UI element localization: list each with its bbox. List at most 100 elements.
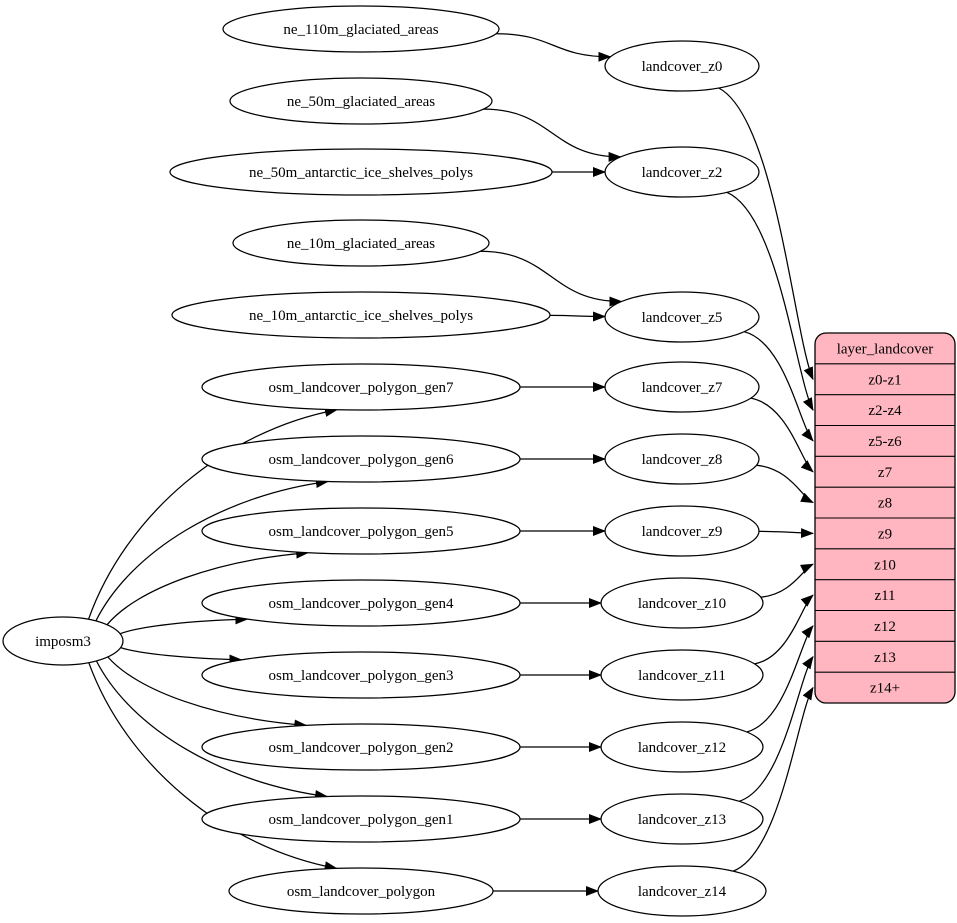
node-osm_landcover_polygon_gen7: osm_landcover_polygon_gen7	[201, 363, 521, 411]
node-label-landcover_z9: landcover_z9	[642, 524, 723, 540]
node-shape-landcover_z8	[604, 433, 760, 485]
node-label-ne_10m_glaciated_areas: ne_10m_glaciated_areas	[287, 236, 435, 252]
table-row-z12: z12	[874, 619, 896, 635]
node-shape-landcover_z10	[600, 577, 764, 629]
node-osm_landcover_polygon_gen5: osm_landcover_polygon_gen5	[201, 507, 521, 555]
node-ne_50m_antarctic_ice_shelves_polys: ne_50m_antarctic_ice_shelves_polys	[169, 148, 553, 196]
table-row-z13: z13	[874, 650, 896, 666]
node-ne_50m_glaciated_areas: ne_50m_glaciated_areas	[229, 77, 493, 125]
node-label-landcover_z2: landcover_z2	[642, 165, 723, 181]
node-landcover_z5: landcover_z5	[604, 291, 760, 343]
node-shape-osm_landcover_polygon	[228, 867, 494, 915]
edge-imposm3-to-osm_landcover_polygon	[88, 662, 338, 872]
edge-landcover_z8-to-layer_landcover-row4	[756, 464, 814, 504]
node-label-landcover_z13: landcover_z13	[638, 812, 726, 828]
edge-landcover_z10-to-layer_landcover-row6	[760, 563, 814, 598]
node-shape-osm_landcover_polygon_gen6	[201, 435, 521, 483]
node-label-osm_landcover_polygon_gen4: osm_landcover_polygon_gen4	[269, 596, 454, 612]
node-shape-landcover_z14	[597, 865, 767, 917]
edge-ne_10m_glaciated_areas-to-landcover_z5	[480, 250, 623, 307]
node-shape-landcover_z0	[604, 40, 760, 92]
node-landcover_z9: landcover_z9	[604, 505, 760, 557]
node-shape-osm_landcover_polygon_gen3	[201, 651, 521, 699]
node-landcover_z14: landcover_z14	[597, 865, 767, 917]
edge-landcover_z11-to-layer_landcover-row7	[754, 594, 814, 665]
node-label-landcover_z7: landcover_z7	[642, 380, 723, 396]
node-shape-imposm3	[2, 616, 124, 666]
edge-imposm3-to-osm_landcover_polygon_gen7	[87, 407, 338, 620]
table-row-z5-z6: z5-z6	[868, 434, 902, 450]
node-label-landcover_z5: landcover_z5	[642, 310, 723, 326]
node-label-osm_landcover_polygon_gen2: osm_landcover_polygon_gen2	[269, 740, 454, 756]
edge-landcover_z13-to-layer_landcover-row9	[739, 655, 814, 802]
edge-imposm3-to-osm_landcover_polygon_gen6	[95, 478, 329, 622]
node-ne_10m_glaciated_areas: ne_10m_glaciated_areas	[232, 219, 490, 267]
edge-landcover_z7-to-layer_landcover-row3	[750, 397, 814, 473]
node-label-ne_50m_glaciated_areas: ne_50m_glaciated_areas	[287, 94, 435, 110]
edge-landcover_z14-to-layer_landcover-row10	[732, 686, 814, 872]
node-imposm3: imposm3	[2, 616, 124, 666]
node-shape-landcover_z13	[600, 793, 764, 845]
edge-landcover_z9-to-layer_landcover-row5	[758, 528, 814, 539]
node-landcover_z2: landcover_z2	[604, 146, 760, 198]
node-shape-landcover_z7	[604, 361, 760, 413]
node-label-landcover_z11: landcover_z11	[638, 668, 726, 684]
edge-imposm3-to-osm_landcover_polygon_gen5	[106, 548, 310, 626]
edge-ne_110m_glaciated_areas-to-landcover_z0	[496, 33, 612, 62]
node-shape-landcover_z11	[600, 649, 764, 701]
node-osm_landcover_polygon_gen2: osm_landcover_polygon_gen2	[201, 723, 521, 771]
node-shape-landcover_z9	[604, 505, 760, 557]
node-label-osm_landcover_polygon_gen7: osm_landcover_polygon_gen7	[269, 380, 454, 396]
edge-imposm3-to-osm_landcover_polygon_gen2	[107, 656, 308, 730]
node-shape-ne_110m_glaciated_areas	[222, 5, 500, 53]
node-osm_landcover_polygon_gen1: osm_landcover_polygon_gen1	[201, 795, 521, 843]
edge-landcover_z12-to-layer_landcover-row8	[746, 625, 814, 733]
edge-imposm3-to-osm_landcover_polygon_gen4	[119, 614, 249, 635]
node-shape-landcover_z12	[600, 721, 764, 773]
edges-layer	[87, 33, 814, 897]
node-landcover_z0: landcover_z0	[604, 40, 760, 92]
node-ne_10m_antarctic_ice_shelves_polys: ne_10m_antarctic_ice_shelves_polys	[171, 291, 551, 339]
node-label-imposm3: imposm3	[35, 634, 91, 650]
edge-imposm3-to-osm_landcover_polygon_gen1	[95, 660, 329, 800]
node-label-ne_10m_antarctic_ice_shelves_polys: ne_10m_antarctic_ice_shelves_polys	[249, 308, 473, 324]
table-row-z9: z9	[878, 526, 892, 542]
node-shape-ne_10m_antarctic_ice_shelves_polys	[171, 291, 551, 339]
node-landcover_z12: landcover_z12	[600, 721, 764, 773]
node-landcover_z11: landcover_z11	[600, 649, 764, 701]
node-label-osm_landcover_polygon: osm_landcover_polygon	[287, 884, 436, 900]
edge-ne_50m_glaciated_areas-to-landcover_z2	[483, 108, 622, 162]
node-shape-landcover_z2	[604, 146, 760, 198]
node-label-ne_110m_glaciated_areas: ne_110m_glaciated_areas	[283, 22, 438, 38]
node-landcover_z8: landcover_z8	[604, 433, 760, 485]
node-osm_landcover_polygon_gen3: osm_landcover_polygon_gen3	[201, 651, 521, 699]
node-osm_landcover_polygon_gen6: osm_landcover_polygon_gen6	[201, 435, 521, 483]
table-row-z7: z7	[878, 465, 893, 481]
node-landcover_z10: landcover_z10	[600, 577, 764, 629]
node-label-landcover_z14: landcover_z14	[638, 884, 727, 900]
table-row-z8: z8	[878, 496, 892, 512]
node-label-osm_landcover_polygon_gen1: osm_landcover_polygon_gen1	[269, 812, 454, 828]
node-shape-ne_50m_antarctic_ice_shelves_polys	[169, 148, 553, 196]
node-osm_landcover_polygon: osm_landcover_polygon	[228, 867, 494, 915]
node-label-landcover_z0: landcover_z0	[642, 59, 723, 75]
node-shape-osm_landcover_polygon_gen5	[201, 507, 521, 555]
table-row-z14+: z14+	[870, 681, 900, 697]
node-label-osm_landcover_polygon_gen6: osm_landcover_polygon_gen6	[269, 452, 454, 468]
node-label-landcover_z10: landcover_z10	[638, 596, 726, 612]
table-title: layer_landcover	[837, 341, 934, 357]
table-row-z11: z11	[874, 588, 895, 604]
table-row-z2-z4: z2-z4	[868, 403, 902, 419]
node-shape-landcover_z5	[604, 291, 760, 343]
node-ne_110m_glaciated_areas: ne_110m_glaciated_areas	[222, 5, 500, 53]
node-shape-osm_landcover_polygon_gen2	[201, 723, 521, 771]
node-shape-osm_landcover_polygon_gen7	[201, 363, 521, 411]
table-layer: layer_landcoverz0-z1z2-z4z5-z6z7z8z9z10z…	[814, 332, 956, 704]
node-shape-ne_50m_glaciated_areas	[229, 77, 493, 125]
node-osm_landcover_polygon_gen4: osm_landcover_polygon_gen4	[201, 579, 521, 627]
node-landcover_z13: landcover_z13	[600, 793, 764, 845]
nodes-layer: ne_110m_glaciated_areas ne_50m_glaciated_…	[2, 5, 767, 917]
node-label-osm_landcover_polygon_gen5: osm_landcover_polygon_gen5	[269, 524, 454, 540]
